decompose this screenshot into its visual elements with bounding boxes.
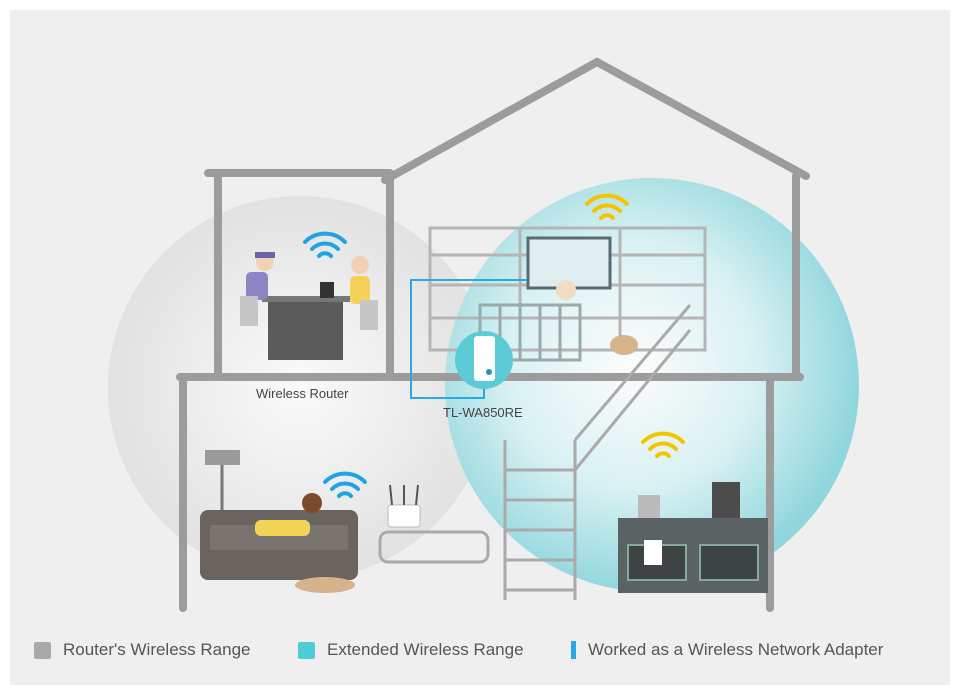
wifi-icon (585, 193, 629, 220)
stairs (503, 304, 692, 600)
router-range-circle (108, 196, 492, 580)
wifi-icon (303, 231, 347, 258)
router-label: Wireless Router (256, 386, 349, 401)
legend-label: Router's Wireless Range (63, 640, 251, 659)
legend-adapter: Worked as a Wireless Network Adapter (571, 640, 883, 660)
extender-button (486, 369, 492, 375)
router-device (387, 504, 421, 528)
baby (556, 280, 576, 300)
legend-extended-range: Extended Wireless Range (298, 640, 524, 660)
extender-device (474, 336, 495, 381)
legend-label: Extended Wireless Range (327, 640, 524, 659)
extender-label: TL-WA850RE (443, 405, 523, 420)
legend-label: Worked as a Wireless Network Adapter (588, 640, 884, 659)
office-scene (240, 252, 378, 360)
living-room (200, 450, 490, 593)
legend-router-range: Router's Wireless Range (34, 640, 250, 660)
cyan-swatch-icon (298, 641, 315, 659)
kitchen (618, 482, 768, 593)
wifi-icon (323, 471, 367, 498)
wifi-icon (641, 431, 685, 458)
blue-bar-icon (571, 641, 576, 659)
wifi-icons (303, 193, 685, 498)
adapter-connection-line (410, 279, 527, 399)
gray-swatch-icon (34, 641, 51, 659)
dog-upstairs (610, 335, 638, 355)
